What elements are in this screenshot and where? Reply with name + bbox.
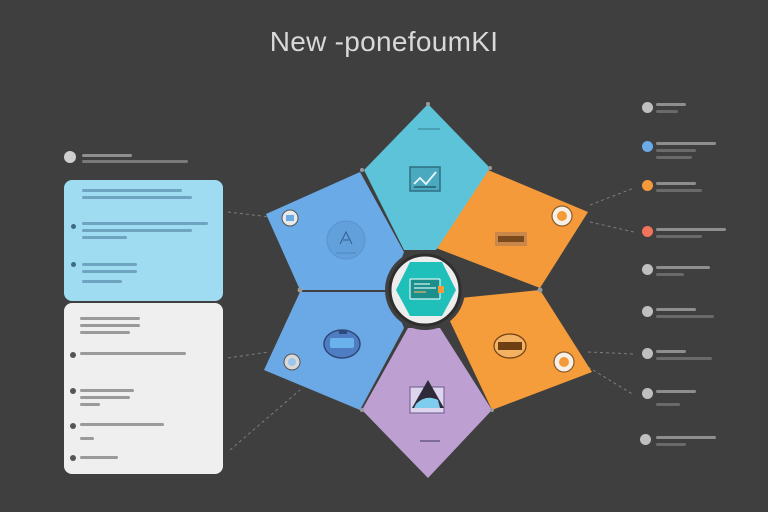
text-line [80, 403, 100, 406]
bullet-dot [71, 224, 76, 229]
legend-label [656, 228, 726, 231]
screen-icon [409, 278, 444, 300]
text-line [80, 423, 164, 426]
legend-label [656, 182, 696, 185]
legend-dot [642, 306, 653, 317]
legend-label [656, 142, 716, 145]
text-line [80, 456, 118, 459]
legend-dot [642, 102, 653, 113]
text-line [80, 389, 134, 392]
text-line [82, 196, 192, 199]
legend-label [656, 156, 692, 159]
connector [229, 389, 301, 451]
legend-dot [640, 434, 651, 445]
legend-label [656, 308, 696, 311]
legend-dot [642, 348, 653, 359]
chart-icon [409, 166, 441, 192]
connector [227, 211, 271, 218]
text-line [80, 396, 130, 399]
legend-label [656, 235, 702, 238]
label-line [418, 128, 440, 130]
legend-label [656, 315, 714, 318]
legend-label [656, 103, 686, 106]
legend-dot [64, 151, 76, 163]
legend-label [82, 154, 132, 157]
bullet-dot [71, 262, 76, 267]
legend-label [656, 443, 686, 446]
segment-orange-top [436, 170, 588, 288]
text-line [80, 352, 186, 355]
text-line [82, 270, 137, 273]
legend-label [656, 266, 710, 269]
info-panel-white [64, 303, 223, 474]
connector [227, 351, 269, 359]
mountain-icon [409, 380, 445, 414]
text-line [82, 229, 192, 232]
text-line [82, 263, 137, 266]
text-line [82, 236, 127, 239]
legend-label [656, 189, 702, 192]
text-line [82, 189, 182, 192]
legend-label [656, 273, 684, 276]
bullet-dot [70, 352, 76, 358]
text-line [80, 437, 94, 440]
label-line [420, 440, 440, 442]
legend-label [656, 110, 678, 113]
device-icon [323, 329, 361, 359]
legend-label [656, 357, 712, 360]
connector [587, 351, 635, 355]
legend-dot [642, 226, 653, 237]
bullet-dot [70, 423, 76, 429]
legend-dot [642, 141, 653, 152]
page-title: New -ponefoumKI [269, 26, 499, 57]
text-line [82, 280, 122, 283]
connector-lines [227, 187, 635, 451]
legend-label [656, 436, 716, 439]
bullet-dot [70, 455, 76, 461]
info-panel-blue [64, 180, 223, 301]
text-line [82, 222, 208, 225]
bullet-dot [70, 388, 76, 394]
text-line [80, 331, 130, 334]
connector [589, 187, 635, 206]
legend-dot [642, 180, 653, 191]
legend-label [82, 160, 188, 163]
connector [589, 221, 635, 233]
legend-dot [642, 388, 653, 399]
legend-label [656, 149, 696, 152]
connector [587, 366, 635, 396]
text-line [80, 317, 140, 320]
legend-dot [642, 264, 653, 275]
legend-label [656, 350, 686, 353]
legend-label [656, 403, 680, 406]
text-line [80, 324, 140, 327]
legend-label [656, 390, 696, 393]
